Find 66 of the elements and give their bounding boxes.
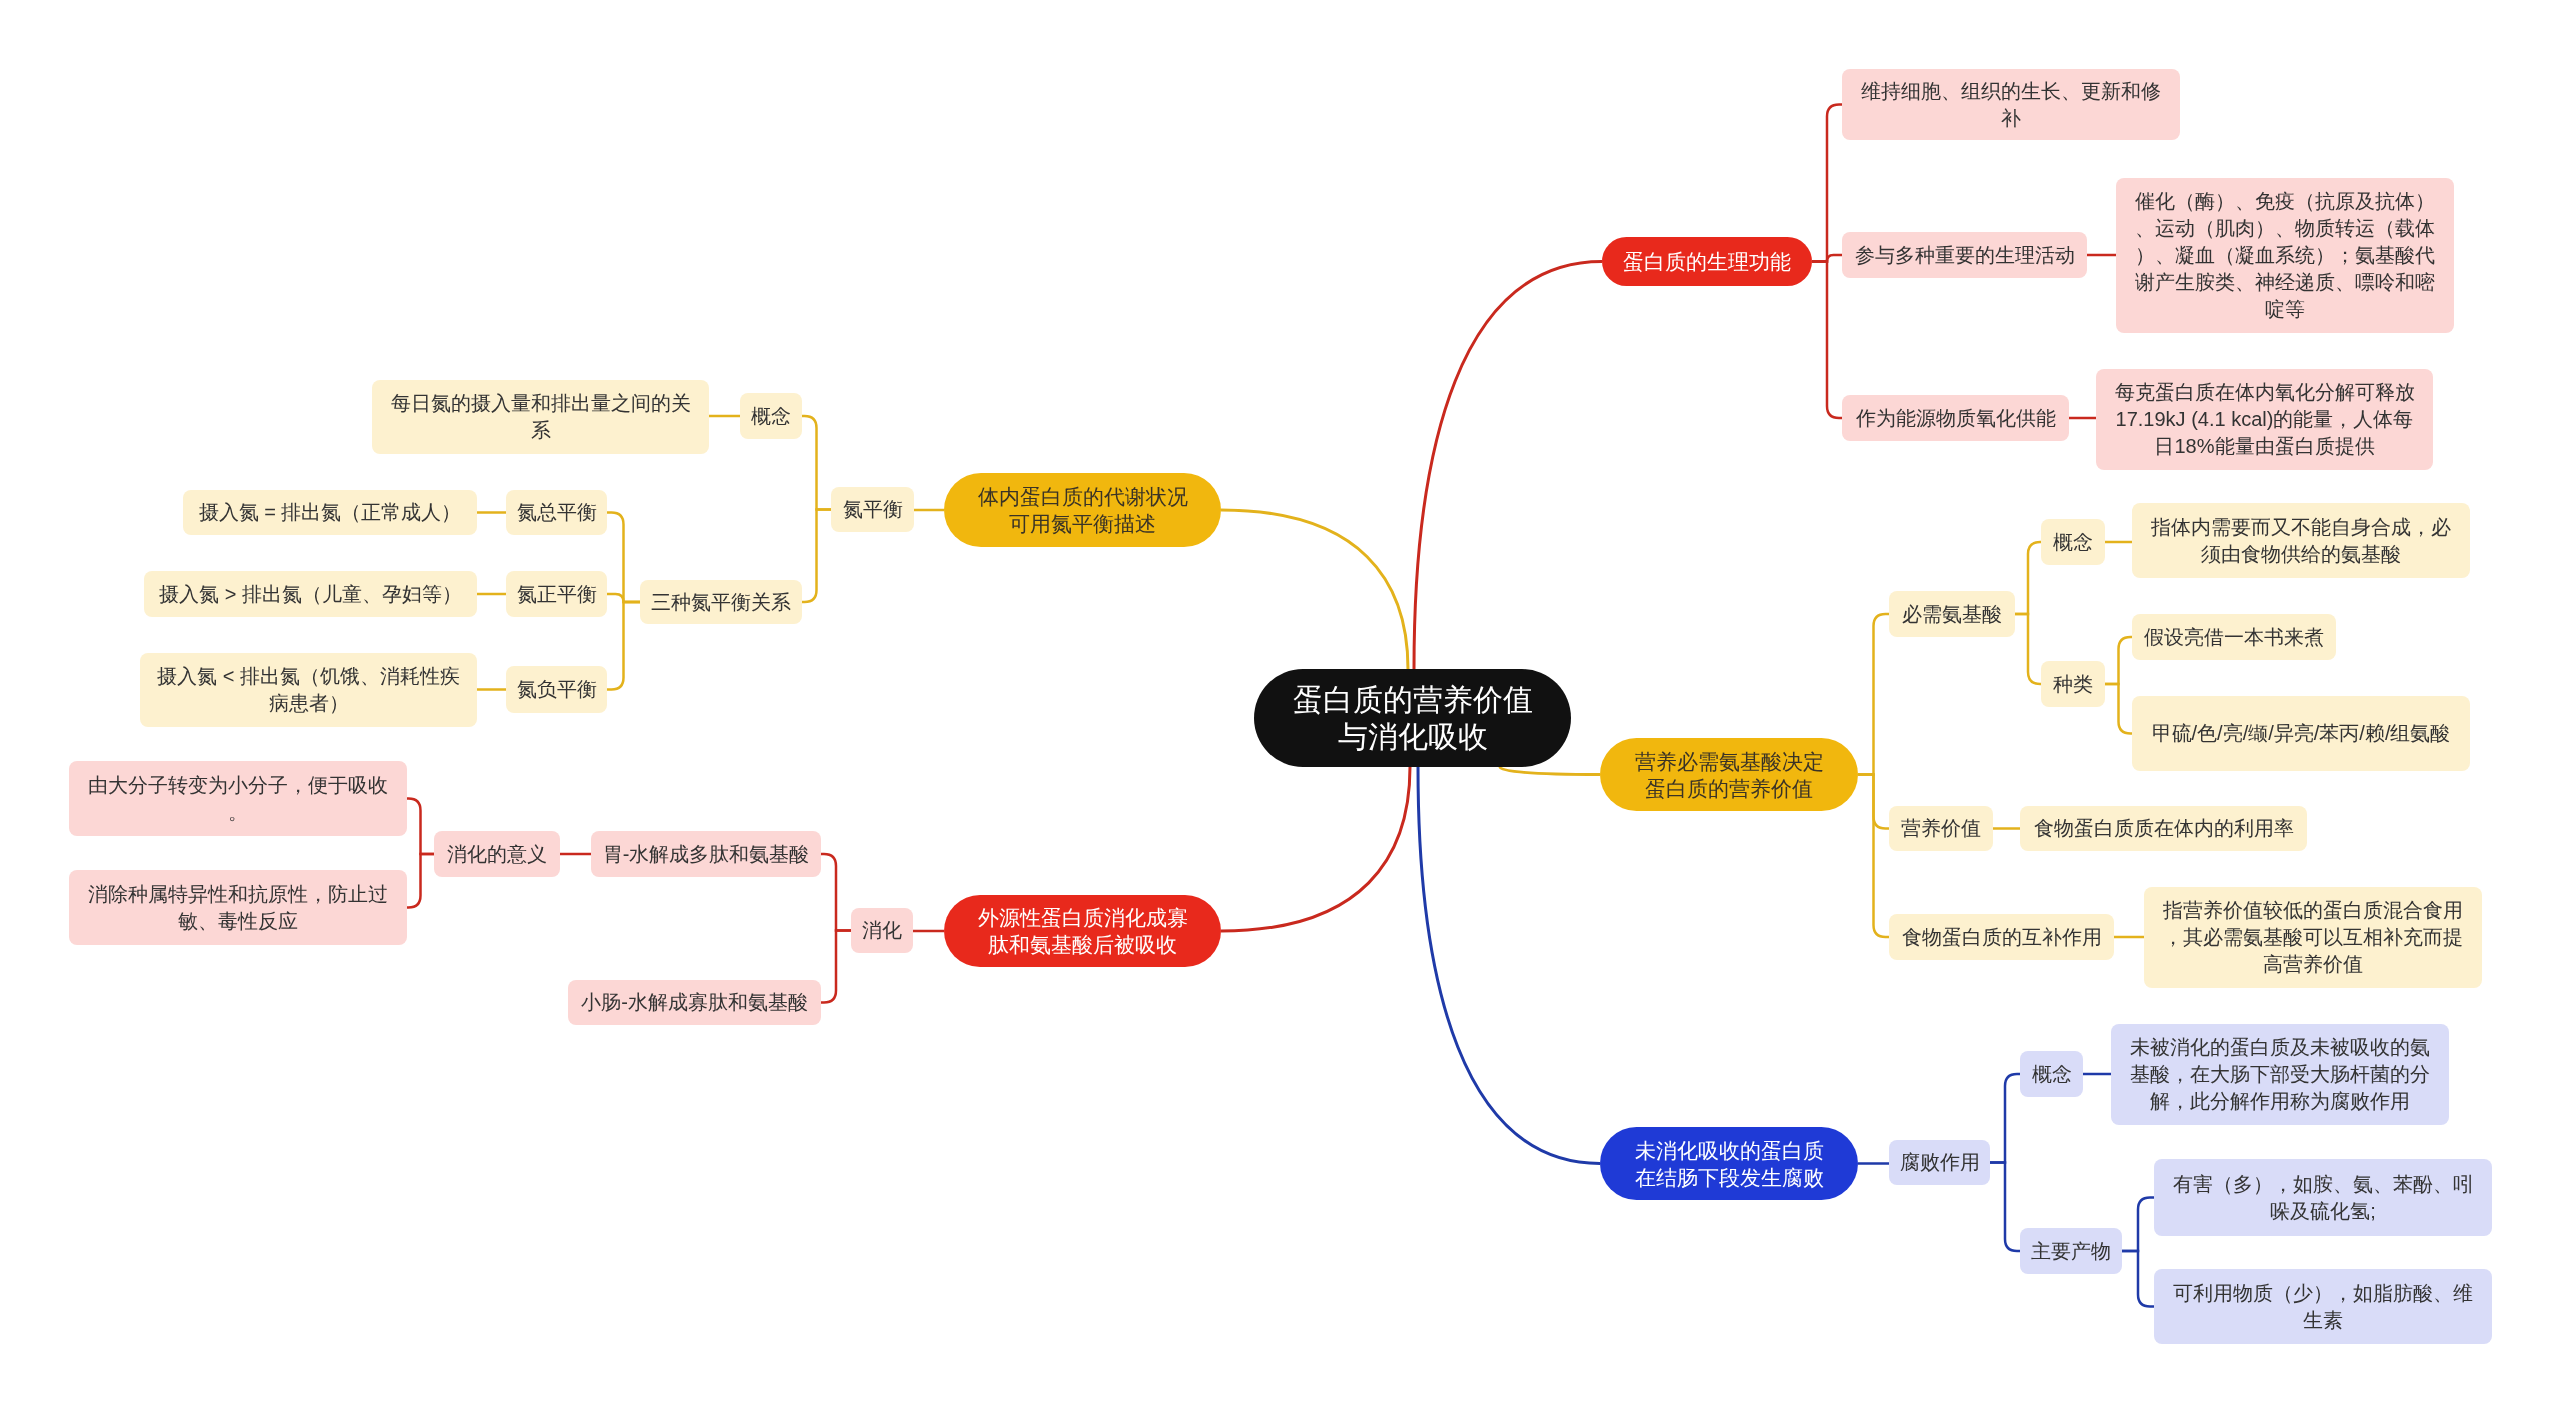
subtopic-box: 概念 — [2041, 519, 2105, 565]
subtopic-box: 可利用物质（少），如脂肪酸、维生素 — [2154, 1269, 2492, 1344]
branch-topic: 体内蛋白质的代谢状况可用氮平衡描述 — [944, 473, 1221, 547]
connector-line — [560, 852, 591, 856]
connector-line — [477, 592, 506, 596]
subtopic-box: 概念 — [740, 393, 802, 439]
subtopic-box: 摄入氮 > 排出氮（儿童、孕妇等） — [144, 571, 477, 617]
connector-line — [2087, 253, 2116, 257]
subtopic-box: 氮平衡 — [831, 487, 914, 532]
connector-line — [2105, 682, 2133, 735]
connector-line — [477, 688, 506, 691]
subtopic-box: 必需氨基酸 — [1889, 591, 2015, 637]
branch-curve — [1220, 508, 1410, 670]
subtopic-box: 腐败作用 — [1889, 1140, 1990, 1185]
subtopic-box: 摄入氮 < 排出氮（饥饿、消耗性疾病患者） — [140, 653, 477, 727]
connector-line — [2114, 935, 2144, 939]
connector-line — [709, 414, 740, 418]
subtopic-box: 概念 — [2020, 1051, 2083, 1097]
connector-line — [406, 852, 434, 909]
subtopic-box: 作为能源物质氧化供能 — [1842, 395, 2069, 441]
subtopic-box: 小肠-水解成寡肽和氨基酸 — [568, 980, 821, 1025]
subtopic-box: 食物蛋白质质在体内的利用率 — [2020, 806, 2307, 851]
subtopic-box: 氮正平衡 — [506, 571, 607, 617]
connector-line — [2083, 1072, 2111, 1076]
subtopic-box: 每日氮的摄入量和排出量之间的关系 — [372, 380, 709, 454]
subtopic-box: 假设亮借一本书来煮 — [2132, 614, 2336, 660]
connector-line — [477, 511, 506, 514]
connector-line — [2105, 540, 2132, 544]
subtopic-box: 消除种属特异性和抗原性，防止过敏、毒性反应 — [69, 870, 407, 945]
branch-topic: 营养必需氨基酸决定蛋白质的营养价值 — [1600, 738, 1858, 811]
branch-topic: 蛋白质的生理功能 — [1602, 237, 1812, 286]
subtopic-box: 消化 — [851, 908, 913, 953]
subtopic-box: 指体内需要而又不能自身合成，必须由食物供给的氨基酸 — [2132, 503, 2470, 578]
subtopic-box: 种类 — [2041, 661, 2105, 707]
subtopic-box: 摄入氮 = 排出氮（正常成人） — [183, 490, 477, 535]
subtopic-box: 氮总平衡 — [506, 490, 607, 535]
subtopic-box: 氮负平衡 — [506, 666, 607, 713]
connector-line — [1993, 827, 2020, 830]
subtopic-box: 有害（多），如胺、氨、苯酚、吲哚及硫化氢; — [2154, 1159, 2492, 1236]
branch-curve — [1416, 766, 1601, 1165]
subtopic-box: 主要产物 — [2020, 1228, 2122, 1274]
branch-topic: 未消化吸收的蛋白质在结肠下段发生腐败 — [1600, 1127, 1858, 1200]
subtopic-box: 未被消化的蛋白质及未被吸收的氨基酸，在大肠下部受大肠杆菌的分解，此分解作用称为腐败作用 — [2111, 1024, 2449, 1125]
subtopic-box: 甲硫/色/亮/缬/异亮/苯丙/赖/组氨酸 — [2132, 696, 2470, 771]
subtopic-box: 三种氮平衡关系 — [640, 580, 802, 624]
subtopic-box: 维持细胞、组织的生长、更新和修补 — [1842, 69, 2180, 140]
connector-line — [2069, 416, 2096, 420]
subtopic-box: 胃-水解成多肽和氨基酸 — [591, 831, 821, 877]
branch-curve — [1220, 766, 1412, 933]
subtopic-box: 营养价值 — [1889, 806, 1993, 851]
subtopic-box: 参与多种重要的生理活动 — [1842, 232, 2087, 278]
subtopic-box: 催化（酶）、免疫（抗原及抗体）、运动（肌肉）、物质转运（载体）、凝血（凝血系统）；氨基酸代谢产生胺类、神经递质、嘌呤和嘧啶等 — [2116, 178, 2454, 333]
connector-line — [1858, 1162, 1889, 1165]
connector-line — [914, 508, 944, 512]
subtopic-box: 指营养价值较低的蛋白质混合食用，其必需氨基酸可以互相补充而提高营养价值 — [2144, 887, 2482, 988]
connector-line — [2015, 612, 2042, 686]
branch-curve — [1412, 260, 1603, 670]
connector-line — [913, 929, 944, 933]
central-topic: 蛋白质的营养价值与消化吸收 — [1254, 669, 1571, 767]
subtopic-box: 由大分子转变为小分子，便于吸收。 — [69, 761, 407, 836]
branch-topic: 外源性蛋白质消化成寡肽和氨基酸后被吸收 — [944, 895, 1221, 967]
subtopic-box: 食物蛋白质的互补作用 — [1889, 914, 2114, 960]
subtopic-box: 消化的意义 — [434, 831, 560, 877]
subtopic-box: 每克蛋白质在体内氧化分解可释放17.19kJ (4.1 kcal)的能量，人体每日18%能量由蛋白质提供 — [2096, 369, 2433, 470]
branch-curve — [1499, 765, 1600, 776]
connector-line — [802, 508, 831, 604]
